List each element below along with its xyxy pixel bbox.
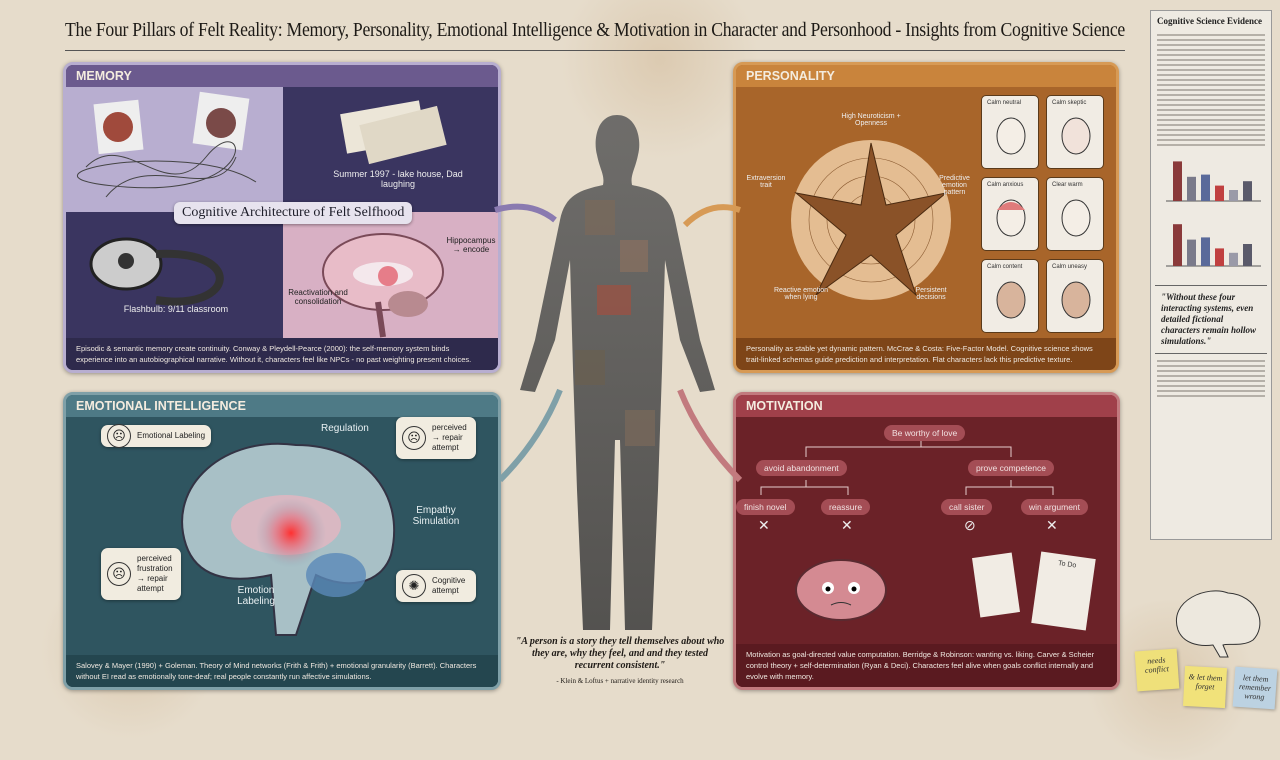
goal-leaf: finish novel: [736, 499, 795, 515]
ticket-caption: Summer 1997 - lake house, Dad laughing: [333, 169, 463, 189]
x-icon: ✕: [841, 517, 853, 533]
regulation-label: Regulation: [321, 423, 369, 434]
personality-radar-chart: [791, 140, 951, 300]
face-card: Calm content: [981, 259, 1039, 333]
brain-icon: ✺: [402, 574, 426, 598]
face-icon: ☹: [402, 426, 426, 450]
goal-branch: prove competence: [968, 460, 1054, 476]
goal-branch: avoid abandonment: [756, 460, 847, 476]
sidebar-title: Cognitive Science Evidence: [1157, 16, 1262, 26]
memory-header: MEMORY: [66, 65, 498, 87]
todo-note: To Do: [1031, 551, 1096, 631]
chart-bar: [1229, 252, 1238, 266]
consolidation-label: Reactivation and consolidation: [288, 288, 348, 306]
chart-bar: [1243, 181, 1252, 201]
evidence-bar-chart-2: [1166, 224, 1261, 267]
personality-header: PERSONALITY: [736, 65, 1116, 87]
face-card: Clear warm: [1046, 177, 1104, 251]
radar-label-bottom-left: Reactive emotion when lying: [773, 287, 829, 301]
checklist-icon: [972, 552, 1020, 618]
chart-bar: [1187, 239, 1196, 266]
speech-bubble: ☹Emotional Labeling: [101, 424, 212, 448]
face-icon: ☹: [107, 424, 131, 448]
emotional-footer: Salovey & Mayer (1990) + Goleman. Theory…: [66, 655, 498, 687]
face-card: Calm uneasy: [1046, 259, 1104, 333]
page-title-bar: The Four Pillars of Felt Reality: Memory…: [65, 20, 1125, 51]
memory-ticket-quadrant: Summer 1997 - lake house, Dad laughing: [283, 87, 498, 212]
center-quote: "A person is a story they tell themselve…: [515, 636, 725, 685]
face-icon: ☹: [107, 562, 131, 586]
radar-label-top: High Neuroticism + Openness: [841, 113, 901, 127]
speech-bubble: ✺Cognitive attempt: [396, 570, 476, 602]
chart-bar: [1215, 248, 1224, 266]
brain-emotion-icon: [181, 442, 396, 636]
goal-leaf: reassure: [821, 499, 871, 515]
face-card: Calm skeptic: [1046, 95, 1104, 169]
sticky-note: let them remember wrong: [1232, 666, 1278, 710]
evidence-bar-chart-1: [1166, 161, 1261, 202]
sticky-note: & let them forget: [1182, 665, 1228, 709]
evidence-sidebar: Cognitive Science Evidence "Without thes…: [1150, 10, 1272, 540]
page-title: The Four Pillars of Felt Reality: Memory…: [65, 20, 1125, 41]
flashbulb-caption: Flashbulb: 9/11 classroom: [123, 304, 229, 314]
blocked-icon: ⊘: [964, 517, 976, 533]
connector-arrows: [494, 203, 743, 483]
memory-panel: MEMORY Summer 1997 - lake house, Dad lau…: [63, 62, 501, 373]
face-card: Calm neutral: [981, 95, 1039, 169]
goal-root: Be worthy of love: [884, 425, 966, 441]
radar-label-bottom-right: Persistent decisions: [915, 287, 947, 301]
chart-bar: [1243, 244, 1252, 266]
memory-center-label: Cognitive Architecture of Felt Selfhood: [174, 202, 413, 224]
empathy-label: Empathy Simulation: [412, 505, 460, 527]
chart-bar: [1187, 176, 1196, 201]
goal-tree-connectors: [760, 440, 1054, 495]
x-icon: ✕: [758, 517, 770, 533]
motivation-header: MOTIVATION: [736, 395, 1117, 417]
brain-sketch-icon: [1175, 590, 1261, 658]
motivation-panel: MOTIVATION Be worthy of love avoid aband…: [733, 392, 1120, 690]
personality-footer: Personality as stable yet dynamic patter…: [736, 338, 1116, 370]
radar-label-right: Predictive emotion pattern: [939, 175, 970, 196]
goal-leaf: win argument: [1021, 499, 1089, 515]
chart-bar: [1201, 237, 1210, 266]
film-reel-icon: [89, 237, 224, 306]
goal-leaf: call sister: [941, 499, 993, 515]
emotion-labeling-label: Emotion Labeling: [237, 585, 275, 607]
speech-bubble: ☹perceived → repair attempt: [396, 417, 476, 459]
memory-brain-quadrant: Hippocampus → encode Reactivation and co…: [283, 212, 498, 345]
x-icon: ✕: [1046, 517, 1058, 533]
memory-photos-quadrant: [66, 87, 283, 212]
memory-footer: Episodic & semantic memory create contin…: [66, 338, 498, 370]
chart-bar: [1173, 161, 1182, 201]
speech-bubble: ☹perceived frustration → repair attempt: [101, 548, 181, 600]
chart-bar: [1229, 190, 1238, 201]
brain-hippocampus-icon: [322, 233, 444, 338]
face-card: Calm anxious: [981, 177, 1039, 251]
motivation-footer: Motivation as goal-directed value comput…: [736, 644, 1117, 687]
worried-brain-icon: [795, 559, 887, 621]
emotional-header: EMOTIONAL INTELLIGENCE: [66, 395, 498, 417]
sticky-note: needs conflict: [1134, 648, 1180, 692]
memory-film-quadrant: Flashbulb: 9/11 classroom: [66, 212, 283, 345]
chart-bar: [1201, 174, 1210, 201]
chart-bar: [1173, 224, 1182, 266]
emotional-intelligence-panel: EMOTIONAL INTELLIGENCE ☹Emotional Labeli…: [63, 392, 501, 690]
radar-label-left: Extraversion trait: [746, 175, 786, 189]
sidebar-quote: "Without these four interacting systems,…: [1155, 285, 1267, 354]
ticket-icon: [340, 100, 447, 165]
chart-bar: [1215, 185, 1224, 201]
personality-panel: PERSONALITY High Neuroticism + Openness …: [733, 62, 1119, 373]
photos-tangle-icon: [76, 91, 257, 198]
human-silhouette-collage: [520, 115, 715, 630]
hippocampus-label: Hippocampus → encode: [446, 236, 496, 254]
